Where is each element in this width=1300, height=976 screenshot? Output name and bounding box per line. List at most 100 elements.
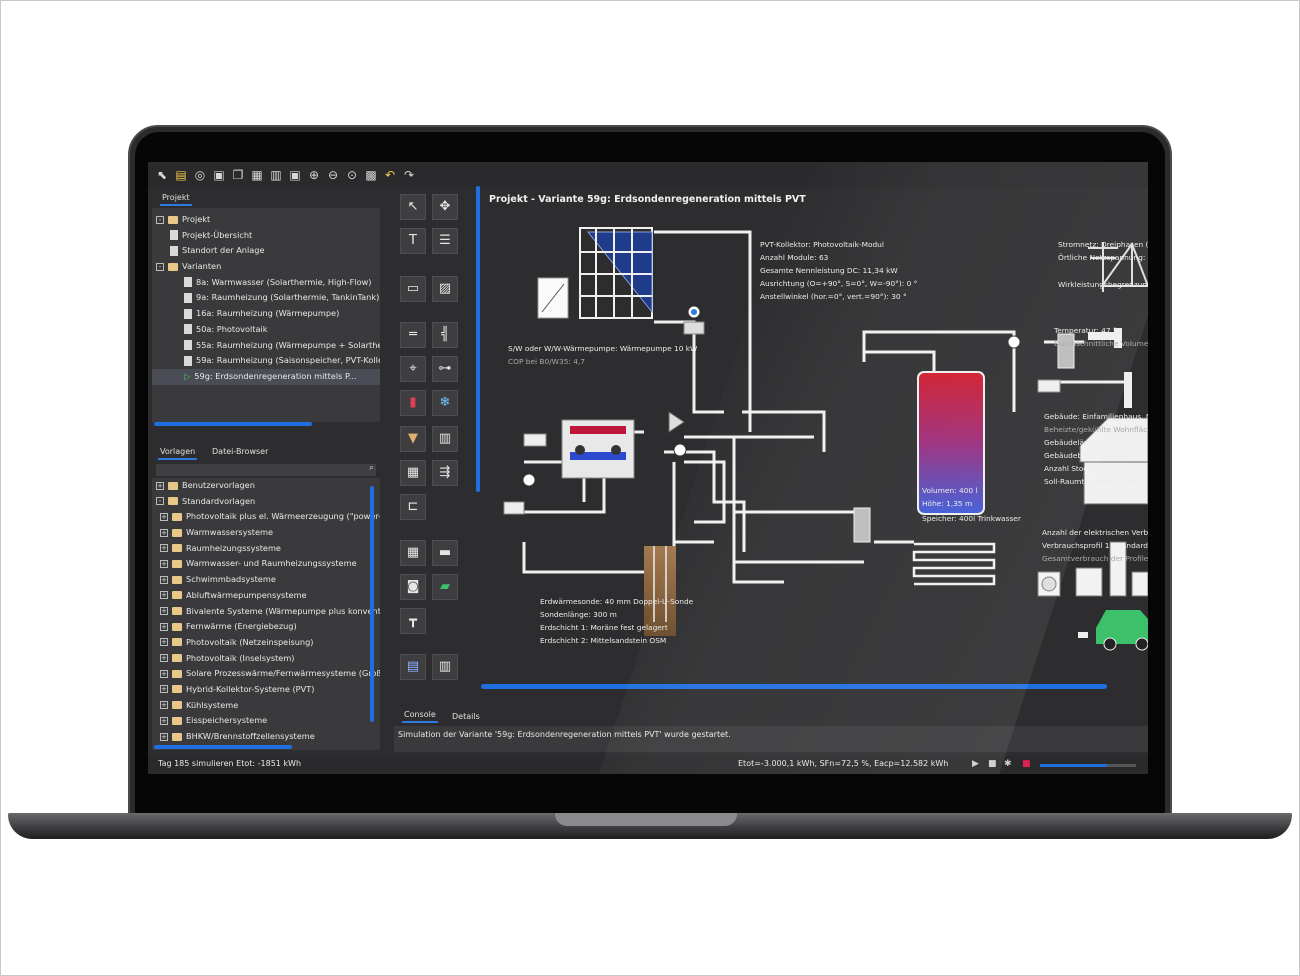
cursor-icon[interactable]: ↖ <box>400 194 426 220</box>
move-icon[interactable]: ✥ <box>432 194 458 220</box>
ground-probe[interactable] <box>644 546 676 636</box>
expand-icon[interactable]: + <box>160 622 168 631</box>
battery-icon[interactable]: ▬ <box>432 540 458 566</box>
tab-projekt[interactable]: Projekt <box>160 193 192 206</box>
transmission-tower[interactable] <box>1100 241 1148 287</box>
text-icon[interactable]: T <box>400 228 426 254</box>
expand-icon[interactable]: + <box>160 685 168 694</box>
heat-exchanger-icon[interactable]: ⇶ <box>432 460 458 486</box>
expand-icon[interactable]: + <box>160 591 168 600</box>
pv-module-icon[interactable]: ▤ <box>400 654 426 680</box>
expand-icon[interactable]: - <box>156 497 164 506</box>
template-tree-item[interactable]: +Benutzervorlagen <box>152 478 380 494</box>
project-tree-scrollbar[interactable] <box>154 422 312 426</box>
appliances[interactable] <box>1037 541 1148 597</box>
expand-icon[interactable]: + <box>156 481 164 490</box>
expand-icon[interactable]: + <box>160 575 168 584</box>
building[interactable] <box>1079 417 1148 505</box>
template-tree-item[interactable]: +Warmwasser- und Raumheizungssysteme <box>152 556 380 572</box>
boiler-icon[interactable]: ▦ <box>400 460 426 486</box>
open-icon[interactable]: ◎ <box>194 168 206 182</box>
delete-icon[interactable]: ▥ <box>270 168 282 182</box>
pump-icon[interactable]: ⊏ <box>400 494 426 520</box>
project-tree-item[interactable]: 16a: Raumheizung (Wärmepumpe) <box>152 306 380 322</box>
expand-icon[interactable]: - <box>156 262 164 271</box>
expand-icon[interactable]: + <box>160 528 168 537</box>
template-tree-item[interactable]: +Photovoltaik (Netzeinspeisung) <box>152 635 380 651</box>
expand-icon[interactable]: - <box>156 215 164 224</box>
record-icon[interactable]: ■ <box>1022 759 1031 769</box>
upper-pump[interactable] <box>1007 335 1021 349</box>
template-tree-item[interactable]: +Solare Prozesswärme/Fernwärmesysteme (G… <box>152 666 380 682</box>
zoom-in-icon[interactable]: ⊕ <box>308 168 320 182</box>
storage-tank[interactable] <box>917 371 985 515</box>
palette-splitter[interactable] <box>476 186 480 492</box>
ice-storage-icon[interactable]: ❄ <box>432 390 458 416</box>
expand-icon[interactable]: + <box>160 732 168 741</box>
car-icon[interactable]: ▰ <box>432 574 458 600</box>
tab-details[interactable]: Details <box>452 712 480 721</box>
templates-hscrollbar[interactable] <box>154 745 292 749</box>
save-as-icon[interactable]: ▣ <box>289 168 301 182</box>
heatpump-pump[interactable] <box>673 443 687 457</box>
template-tree-item[interactable]: +Bivalente Systeme (Wärmepumpe plus konv… <box>152 604 380 620</box>
expand-icon[interactable]: + <box>160 716 168 725</box>
expand-icon[interactable]: + <box>160 607 168 615</box>
radiator-icon[interactable]: ▥ <box>432 426 458 452</box>
copy-icon[interactable]: ❐ <box>232 168 244 182</box>
templates-search-input[interactable]: ⌕ <box>156 463 376 476</box>
template-tree-item[interactable]: +Photovoltaik (Inselsystem) <box>152 651 380 667</box>
expand-icon[interactable]: + <box>160 669 168 678</box>
project-tree-item[interactable]: 59a: Raumheizung (Saisonspeicher, PVT-Ko… <box>152 353 380 369</box>
template-tree-item[interactable]: -Standardvorlagen <box>152 494 380 510</box>
valve-icon[interactable]: ⌖ <box>400 356 426 382</box>
tee-icon[interactable]: ╣ <box>432 322 458 348</box>
template-tree-item[interactable]: +Abluftwärmepumpensysteme <box>152 588 380 604</box>
templates-vscrollbar[interactable] <box>370 486 374 722</box>
project-tree-item[interactable]: Standort der Anlage <box>152 243 380 259</box>
expand-icon[interactable]: + <box>160 559 168 568</box>
pvt-module-icon[interactable]: ▥ <box>432 654 458 680</box>
probe-pump[interactable] <box>522 473 536 487</box>
expand-icon[interactable]: + <box>160 654 168 663</box>
template-tree-item[interactable]: +Hybrid-Kollektor-Systeme (PVT) <box>152 682 380 698</box>
mixing-valve[interactable] <box>668 411 685 433</box>
project-tree-item[interactable]: -Varianten <box>152 259 380 275</box>
template-tree-item[interactable]: +Raumheizungssysteme <box>152 541 380 557</box>
pole-icon[interactable]: ┳ <box>400 608 426 634</box>
storage-icon[interactable]: ▮ <box>400 390 426 416</box>
hot-water-tap[interactable] <box>1088 332 1118 340</box>
pipe-icon[interactable]: ═ <box>400 322 426 348</box>
new-project-icon[interactable]: ▤ <box>175 168 187 182</box>
project-tree-item[interactable]: ▷59g: Erdsondenregeneration mittels P... <box>152 368 380 385</box>
tab-datei-browser[interactable]: Datei-Browser <box>212 447 269 456</box>
template-tree-item[interactable]: +Photovoltaik plus el. Wärmeerzeugung ("… <box>152 509 380 525</box>
grid-icon[interactable]: ▦ <box>400 540 426 566</box>
tab-vorlagen[interactable]: Vorlagen <box>158 447 198 460</box>
navigate-icon[interactable]: ⬉ <box>156 168 168 182</box>
template-tree-item[interactable]: +Eisspeichersysteme <box>152 713 380 729</box>
template-tree-item[interactable]: +Fernwärme (Energiebezug) <box>152 619 380 635</box>
expand-icon[interactable]: + <box>160 544 168 553</box>
electric-car[interactable] <box>1078 610 1148 651</box>
project-tree-item[interactable]: 50a: Photovoltaik <box>152 322 380 338</box>
project-tree-item[interactable]: Projekt-Übersicht <box>152 228 380 244</box>
stop-icon[interactable]: ■ <box>988 759 997 769</box>
tab-console[interactable]: Console <box>402 710 438 723</box>
zoom-out-icon[interactable]: ⊖ <box>327 168 339 182</box>
project-tree-item[interactable]: 55a: Raumheizung (Wärmepumpe + Solarther… <box>152 338 380 354</box>
pvt-collector[interactable] <box>579 227 653 319</box>
expand-icon[interactable]: + <box>160 701 168 710</box>
project-tree-item[interactable]: 9a: Raumheizung (Solarthermie, TankinTan… <box>152 290 380 306</box>
project-tree-item[interactable]: -Projekt <box>152 212 380 228</box>
redo-icon[interactable]: ↷ <box>403 168 415 182</box>
debug-icon[interactable]: ✱ <box>1004 759 1012 769</box>
expand-icon[interactable]: + <box>160 512 168 521</box>
template-tree-item[interactable]: +Warmwassersysteme <box>152 525 380 541</box>
heat-pump[interactable] <box>561 419 635 479</box>
template-tree-item[interactable]: +Kühlsysteme <box>152 698 380 714</box>
mixer-icon[interactable]: ⊶ <box>432 356 458 382</box>
collector-icon[interactable]: ▼ <box>400 426 426 452</box>
washing-machine-icon[interactable]: ◙ <box>400 574 426 600</box>
inverter-icon[interactable]: ▭ <box>400 276 426 302</box>
